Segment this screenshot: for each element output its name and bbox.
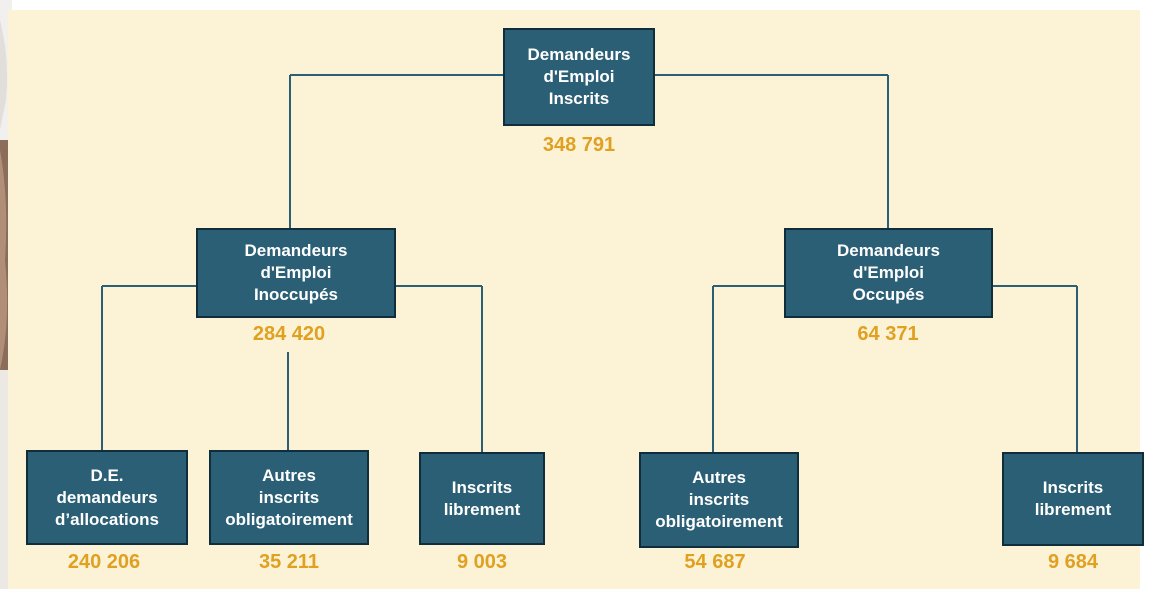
count-demandeurs-inoccupes: 284 420 [252, 323, 326, 345]
node-demandeurs-inoccupes: Demandeurs d'Emploi Inoccupés [196, 228, 396, 318]
count-inscrits-librement-inoccupes: 9 003 [456, 551, 508, 573]
count-de-allocations: 240 206 [67, 551, 141, 573]
count-demandeurs-occupes: 64 371 [857, 323, 919, 345]
count-inscrits-librement-occupes: 9 684 [1047, 551, 1099, 573]
node-de-allocations: D.E. demandeurs d’allocations [26, 450, 188, 545]
node-demandeurs-inscrits: Demandeurs d'Emploi Inscrits [503, 28, 655, 126]
node-inscrits-librement-occupes: Inscrits librement [1002, 452, 1144, 546]
count-autres-obligatoirement-occupes: 54 687 [684, 551, 746, 573]
node-demandeurs-occupes: Demandeurs d'Emploi Occupés [784, 228, 993, 318]
node-autres-obligatoirement-occupes: Autres inscrits obligatoirement [639, 452, 799, 548]
count-autres-obligatoirement-inoccupes: 35 211 [258, 551, 320, 573]
count-demandeurs-inscrits: 348 791 [542, 134, 616, 156]
node-autres-obligatoirement-inoccupes: Autres inscrits obligatoirement [209, 450, 369, 545]
node-inscrits-librement-inoccupes: Inscrits librement [419, 452, 545, 545]
